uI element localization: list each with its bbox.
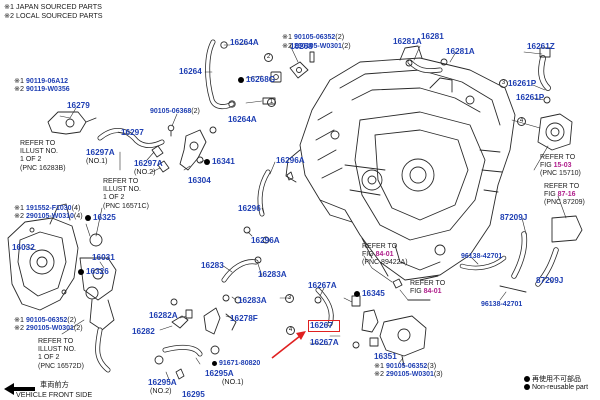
part-16296a-top[interactable]: 16296A bbox=[276, 156, 305, 165]
callout-2-top: 2 bbox=[264, 53, 274, 62]
part-16283[interactable]: 16283 bbox=[201, 261, 224, 270]
part-16264a-bottom[interactable]: 16264A bbox=[228, 115, 257, 124]
part-16261p-a[interactable]: 16261P bbox=[508, 79, 537, 88]
part-290105-w0301-left[interactable]: ※2 290105-W0301(2) bbox=[14, 323, 83, 333]
refer-fig-15-03[interactable]: REFER TO FIG 15-03 (PNC 15710) bbox=[540, 154, 581, 178]
part-16295a-no2-note: (NO.2) bbox=[150, 386, 172, 395]
part-16283a-top[interactable]: 16283A bbox=[258, 270, 287, 279]
part-90105-06352-top[interactable]: ※1 90105-06352(2) bbox=[282, 32, 345, 42]
non-reusable-dot-icon bbox=[354, 290, 360, 297]
part-16295a-no2[interactable]: 16295A bbox=[148, 378, 177, 387]
part-16264[interactable]: 16264 bbox=[179, 67, 202, 76]
part-16297a-no1-note: (NO.1) bbox=[86, 156, 108, 165]
engine-block-drawing bbox=[285, 45, 516, 281]
part-16283a-bottom[interactable]: 16283A bbox=[238, 296, 267, 305]
part-16341[interactable]: 16341 bbox=[204, 157, 235, 166]
part-90119-06a12[interactable]: ※1 90119-06A12 bbox=[14, 76, 69, 86]
part-16261z[interactable]: 16261Z bbox=[527, 42, 555, 51]
part-16264a-top[interactable]: 16264A bbox=[230, 38, 259, 47]
part-16268[interactable]: 16268 bbox=[290, 42, 313, 51]
non-reusable-dot-icon bbox=[524, 376, 530, 383]
vehicle-front-arrow-icon bbox=[4, 383, 35, 395]
part-16278f[interactable]: 16278F bbox=[230, 314, 258, 323]
non-reusable-dot-icon bbox=[212, 360, 217, 366]
part-16267[interactable]: 16267 bbox=[310, 321, 333, 330]
part-16282a[interactable]: 16282A bbox=[149, 311, 178, 320]
part-90105-06368[interactable]: 90105-06368(2) bbox=[150, 108, 200, 115]
callout-1-top: 1 bbox=[267, 98, 277, 107]
non-reusable-dot-icon bbox=[204, 158, 210, 165]
part-191552-f1030[interactable]: ※1 191552-F1030(4) bbox=[14, 203, 81, 213]
part-16326[interactable]: 16326 bbox=[78, 267, 109, 276]
part-16304[interactable]: 16304 bbox=[188, 176, 211, 185]
part-16297[interactable]: 16297 bbox=[121, 128, 144, 137]
part-87209j-bottom[interactable]: 87209J bbox=[536, 276, 564, 285]
refer-fig-87-16[interactable]: REFER TO FIG 87-16 (PNC 87209) bbox=[544, 183, 585, 207]
part-90105-06352-left[interactable]: ※1 90105-06352(2) bbox=[14, 315, 77, 325]
non-reusable-dot-icon bbox=[238, 76, 244, 83]
part-90119-w0356[interactable]: ※2 90119-W0356 bbox=[14, 84, 70, 94]
part-16295a-no1-note: (NO.1) bbox=[222, 377, 244, 386]
vehicle-front-en: VEHICLE FRONT SIDE bbox=[16, 390, 93, 399]
part-16267a-top[interactable]: 16267A bbox=[308, 281, 337, 290]
part-16297a-no2[interactable]: 16297A bbox=[134, 159, 163, 168]
part-290105-w0301-top[interactable]: ※2 290105-W0301(2) bbox=[282, 41, 351, 51]
part-91671-80820[interactable]: 91671-80820 bbox=[212, 359, 260, 368]
part-90105-06352-bottom[interactable]: ※1 90105-06352(3) bbox=[374, 361, 437, 371]
note-local-sourced: ※2 LOCAL SOURCED PARTS bbox=[4, 11, 103, 20]
part-96138-42701-bottom[interactable]: 96138-42701 bbox=[481, 301, 523, 308]
part-16281[interactable]: 16281 bbox=[421, 32, 444, 41]
refer-fig-84-01-a[interactable]: REFER TO FIG 84-01 (PNC 89422A) bbox=[362, 243, 408, 267]
part-290105-w0301-bottom[interactable]: ※2 290105-W0301(3) bbox=[374, 369, 443, 379]
legend-non-reusable-jp: 再使用不可部品 bbox=[524, 374, 581, 384]
part-16296a-bottom[interactable]: 16296A bbox=[251, 236, 280, 245]
callout-4-right: 4 bbox=[517, 117, 527, 126]
callout-4-bottom: 4 bbox=[286, 326, 296, 335]
part-96138-42701-top[interactable]: 96138-42701 bbox=[461, 253, 503, 260]
non-reusable-dot-icon bbox=[78, 268, 84, 275]
part-16297a-no2-note: (NO.2) bbox=[134, 167, 156, 176]
part-16281a-right[interactable]: 16281A bbox=[446, 47, 475, 56]
part-16261p-b[interactable]: 16261P bbox=[516, 93, 545, 102]
part-16267a-bottom[interactable]: 16267A bbox=[310, 338, 339, 347]
part-16297a-no1[interactable]: 16297A bbox=[86, 148, 115, 157]
part-16282[interactable]: 16282 bbox=[132, 327, 155, 336]
part-16351[interactable]: 16351 bbox=[374, 352, 397, 361]
vehicle-front-jp: 車両前方 bbox=[40, 380, 69, 389]
part-16295a-no1[interactable]: 16295A bbox=[205, 369, 234, 378]
part-16279[interactable]: 16279 bbox=[67, 101, 90, 110]
part-16295[interactable]: 16295 bbox=[182, 390, 205, 399]
part-16032[interactable]: 16032 bbox=[12, 243, 35, 252]
part-16345[interactable]: 16345 bbox=[354, 289, 385, 298]
highlight-box-16267 bbox=[308, 320, 340, 332]
part-16031[interactable]: 16031 bbox=[92, 253, 115, 262]
part-16325[interactable]: 16325 bbox=[85, 213, 116, 222]
part-290105-w0310[interactable]: ※2 290105-W0310(4) bbox=[14, 211, 83, 221]
non-reusable-dot-icon bbox=[524, 384, 530, 391]
part-16268g[interactable]: 16268G bbox=[238, 75, 275, 84]
callout-3-right: 3 bbox=[499, 79, 509, 88]
non-reusable-dot-icon bbox=[85, 214, 91, 221]
callout-3-bottom: 3 bbox=[285, 294, 295, 303]
legend-non-reusable-en: Non-reusable part bbox=[524, 384, 588, 391]
highlight-arrow bbox=[271, 331, 306, 359]
refer-fig-84-01-b[interactable]: REFER TO FIG 84-01 bbox=[410, 280, 446, 296]
part-87209j-top[interactable]: 87209J bbox=[500, 213, 528, 222]
note-japan-sourced: ※1 JAPAN SOURCED PARTS bbox=[4, 2, 102, 11]
part-16296[interactable]: 16296 bbox=[238, 204, 261, 213]
part-16281a-left[interactable]: 16281A bbox=[393, 37, 422, 46]
